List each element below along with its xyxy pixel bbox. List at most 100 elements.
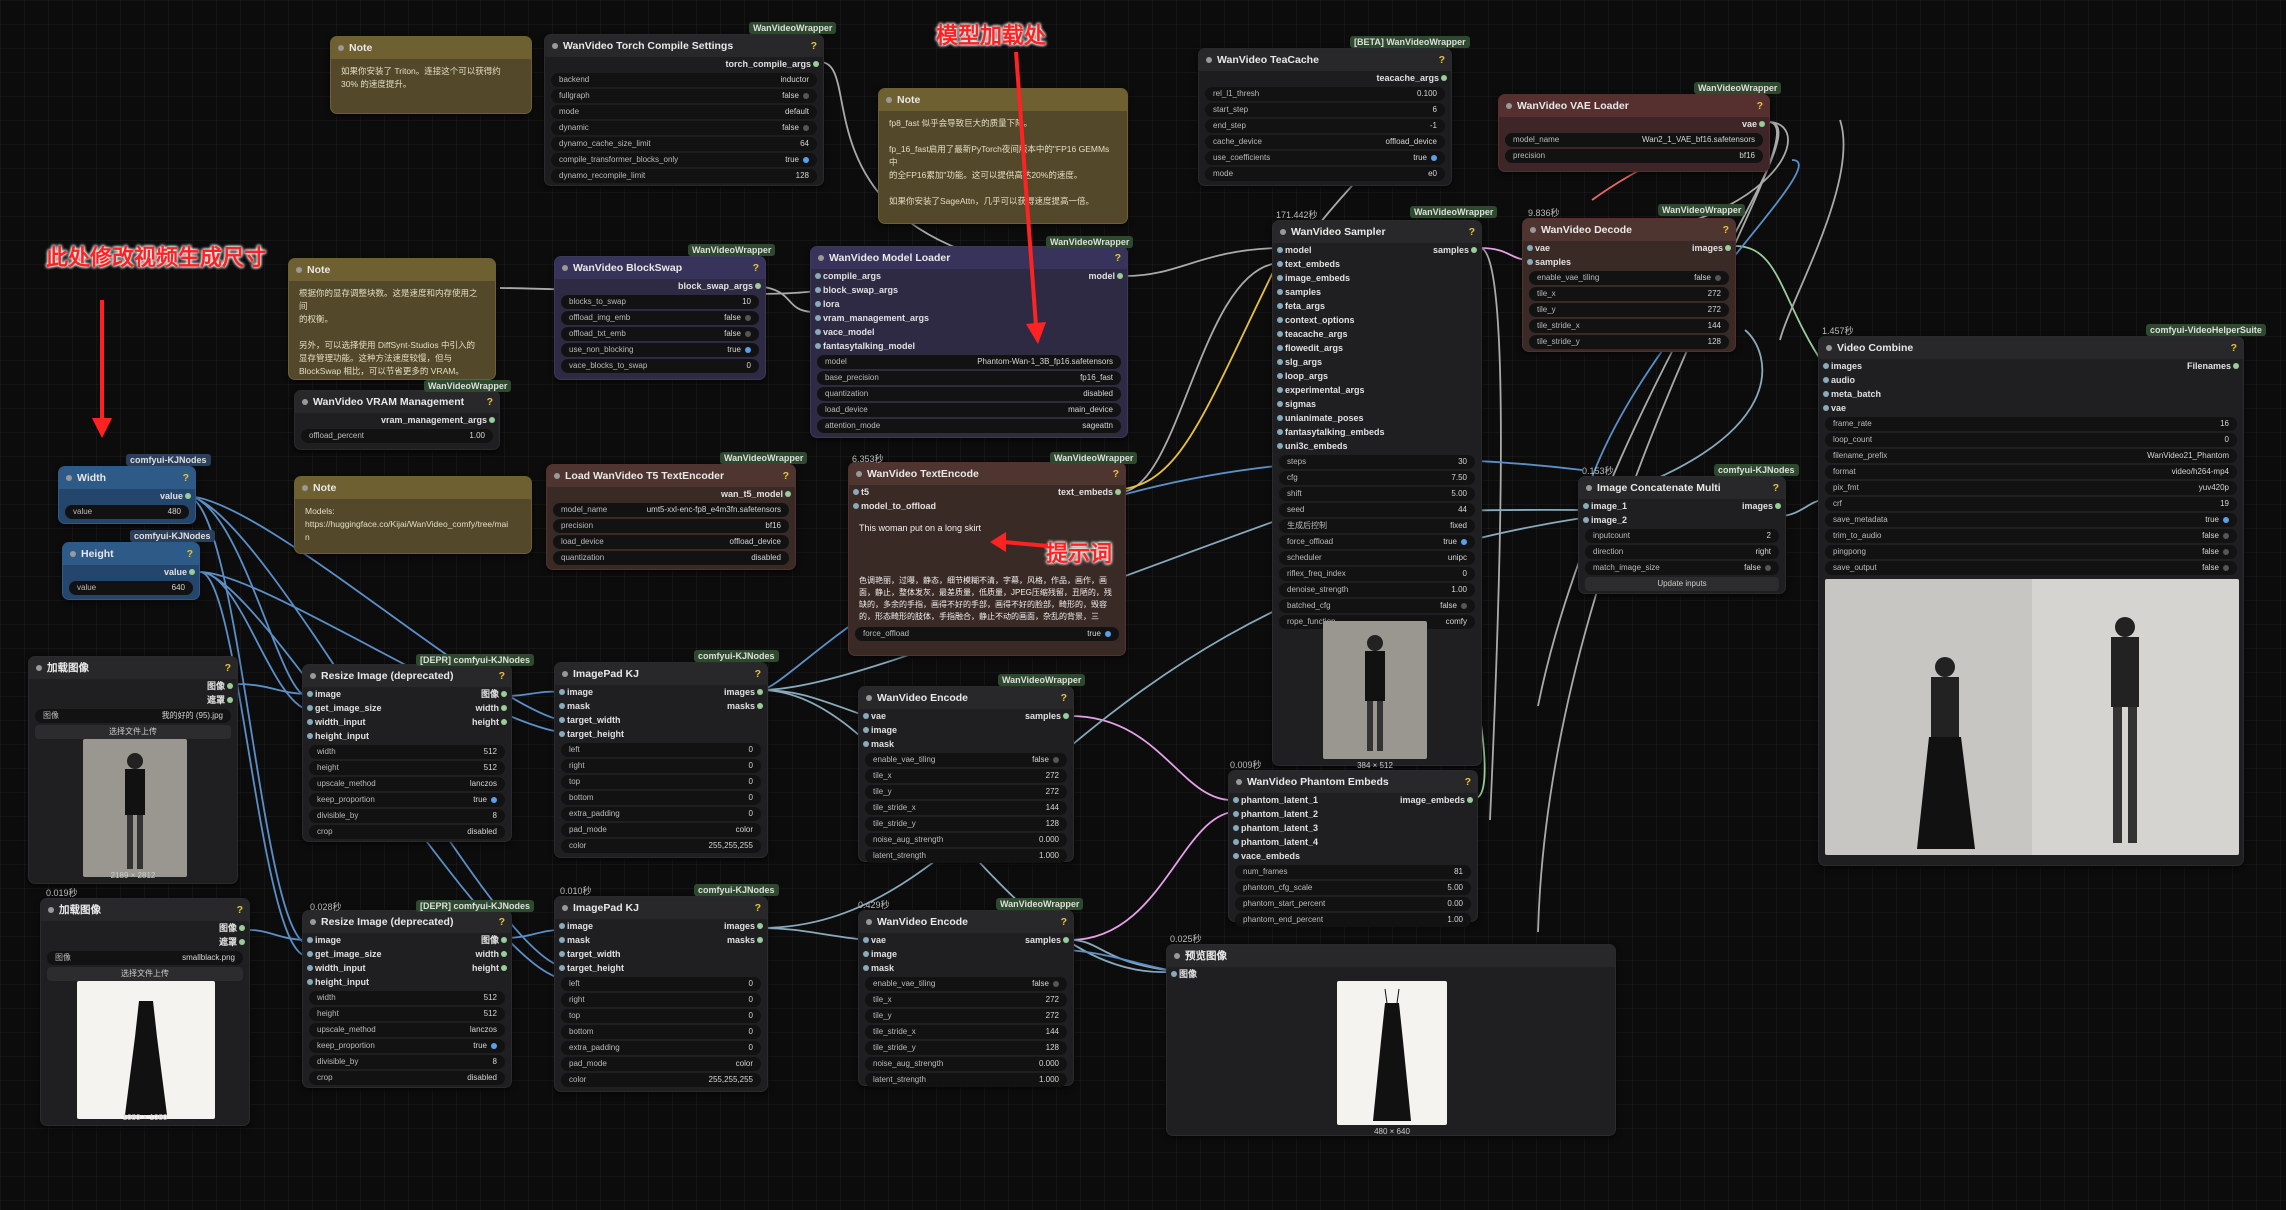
input-mask[interactable]: mask bbox=[862, 963, 895, 973]
input-compile-args[interactable]: compile_args bbox=[814, 271, 882, 281]
output-width[interactable]: width bbox=[475, 703, 507, 713]
input-unianimate-poses[interactable]: unianimate_poses bbox=[1277, 413, 1364, 423]
input-vae[interactable]: vae bbox=[862, 935, 887, 945]
input-sigmas[interactable]: sigmas bbox=[1276, 399, 1317, 409]
output-field[interactable]: 图像 bbox=[206, 681, 234, 691]
input-samples[interactable]: samples bbox=[1526, 257, 1572, 267]
input-image-embeds[interactable]: image_embeds bbox=[1276, 273, 1351, 283]
output-height[interactable]: height bbox=[472, 963, 507, 973]
node-phantom-embeds[interactable]: WanVideo Phantom Embeds?phantom_latent_1… bbox=[1228, 770, 1478, 927]
input-height-input[interactable]: height_input bbox=[307, 731, 369, 741]
output-samples[interactable]: samples bbox=[1432, 245, 1478, 255]
input-vae[interactable]: vae bbox=[1526, 243, 1551, 253]
upload-button[interactable]: Update inputs bbox=[1585, 577, 1779, 591]
input-image[interactable]: 图像 bbox=[1170, 969, 1198, 979]
note-fp8[interactable]: Note fp8_fast 似乎会导致巨大的质量下降。 fp_16_fast启用… bbox=[878, 88, 1128, 224]
input-image[interactable]: image bbox=[862, 725, 898, 735]
input-teacache-args[interactable]: teacache_args bbox=[1277, 329, 1348, 339]
output-masks[interactable]: masks bbox=[726, 935, 764, 945]
input-target-width[interactable]: target_width bbox=[559, 949, 621, 959]
output-field[interactable]: 遮罩 bbox=[218, 937, 246, 947]
input-block-swap-args[interactable]: block_swap_args bbox=[814, 285, 899, 295]
output-block-swap-args[interactable]: block_swap_args bbox=[677, 281, 762, 291]
input-fantasytalking-model[interactable]: fantasytalking_model bbox=[814, 341, 916, 351]
video-preview[interactable] bbox=[1825, 579, 2239, 855]
note-triton[interactable]: Note 如果你安装了 Triton。连接这个可以获得约 30% 的速度提升。 bbox=[330, 36, 532, 114]
input-width-input[interactable]: width_input bbox=[307, 717, 366, 727]
output-value[interactable]: value bbox=[163, 567, 196, 577]
input-experimental-args[interactable]: experimental_args bbox=[1277, 385, 1365, 395]
input-phantom-latent-3[interactable]: phantom_latent_3 bbox=[1232, 823, 1319, 833]
input-image-1[interactable]: image_1 bbox=[1582, 501, 1628, 511]
input-image[interactable]: image bbox=[306, 689, 342, 699]
node-vram[interactable]: WanVideo VRAM Management?vram_management… bbox=[294, 390, 500, 450]
output-text-embeds[interactable]: text_embeds bbox=[1057, 487, 1122, 497]
output-image-embeds[interactable]: image_embeds bbox=[1399, 795, 1474, 805]
input-get-image-size[interactable]: get_image_size bbox=[307, 949, 382, 959]
input-image-2[interactable]: image_2 bbox=[1582, 515, 1628, 525]
upload-button[interactable]: 选择文件上传 bbox=[35, 725, 231, 739]
input-target-height[interactable]: target_height bbox=[558, 729, 625, 739]
input-samples[interactable]: samples bbox=[1276, 287, 1322, 297]
output-samples[interactable]: samples bbox=[1024, 935, 1070, 945]
output-images[interactable]: images bbox=[1741, 501, 1782, 511]
input-phantom-latent-4[interactable]: phantom_latent_4 bbox=[1232, 837, 1319, 847]
output-field[interactable]: 遮罩 bbox=[206, 695, 234, 705]
input-model-to-offload[interactable]: model_to_offload bbox=[852, 501, 937, 511]
output-width[interactable]: width bbox=[475, 949, 507, 959]
output-field[interactable]: 图像 bbox=[218, 923, 246, 933]
input-vae[interactable]: vae bbox=[1822, 403, 1847, 413]
